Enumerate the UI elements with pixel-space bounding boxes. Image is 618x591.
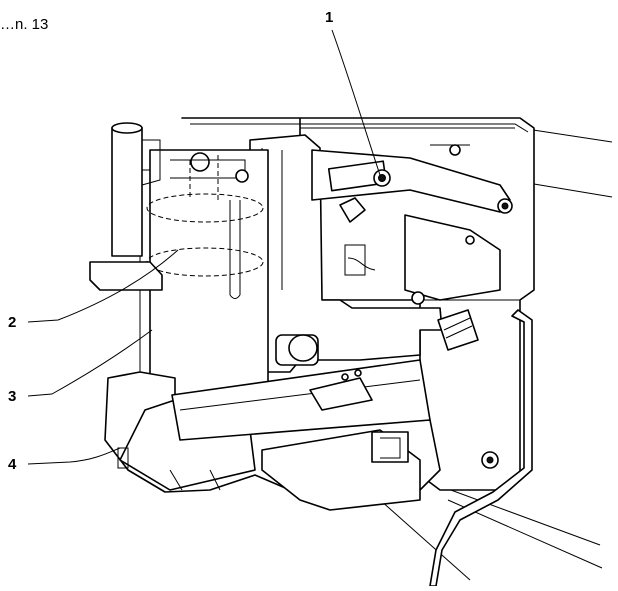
lower-block [261, 429, 499, 511]
left-post [89, 122, 163, 291]
callout-3-leader [27, 329, 153, 397]
coin-chute [171, 359, 431, 441]
callout-2: 4 [8, 447, 121, 473]
callout-3-number: 3 [8, 388, 16, 405]
callout-4: 2 [8, 249, 179, 331]
callout-2-number: 4 [8, 456, 17, 473]
lever-assembly [311, 144, 513, 223]
callout-1-leader [331, 29, 381, 176]
right-linkage [344, 214, 501, 351]
callout-4-leader [27, 249, 179, 323]
callout-4-number: 2 [8, 314, 16, 331]
callout-1-number: 1 [325, 9, 333, 26]
callout-2-leader [27, 447, 121, 465]
figure-caption: …n. 13 [0, 16, 49, 33]
callout-1: 1 [325, 9, 381, 176]
callout-3: 3 [8, 329, 153, 405]
